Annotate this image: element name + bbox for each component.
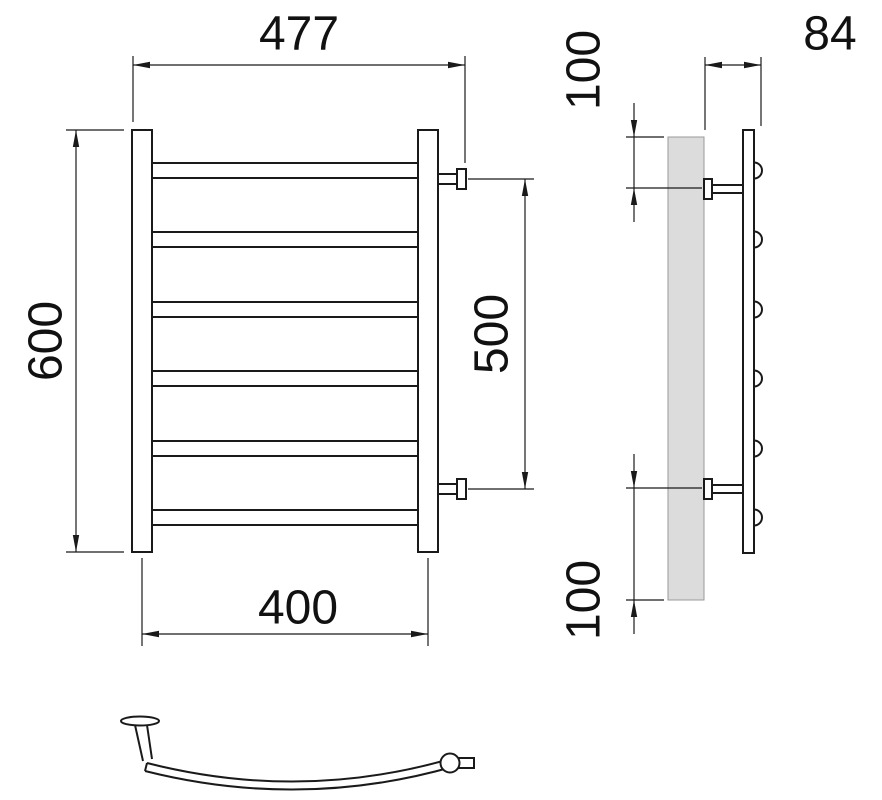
dim-overall-height-label: 600	[20, 301, 73, 381]
rung-end	[753, 369, 763, 388]
rung-end	[753, 508, 763, 527]
rail-profile	[742, 129, 755, 554]
dim-bracket-spacing-label: 500	[466, 294, 519, 374]
top-bracket-side	[703, 178, 744, 200]
dimensions: 477 600 500 400 84	[20, 8, 857, 646]
dim-overall-width: 477	[132, 8, 466, 163]
rung-end	[753, 161, 763, 180]
rung-end	[753, 300, 763, 319]
dim-bottom-offset: 100	[558, 454, 702, 640]
rung-cap	[120, 715, 160, 727]
right-post	[417, 129, 439, 553]
dim-top-offset-label: 100	[558, 30, 611, 110]
dim-depth-label: 84	[803, 8, 856, 61]
dim-bottom-offset-label: 100	[558, 560, 611, 640]
left-post	[131, 129, 153, 553]
top-bracket-front	[437, 168, 467, 190]
dim-overall-width-label: 477	[259, 8, 339, 61]
rung	[151, 301, 419, 318]
dim-bracket-spacing: 500	[466, 178, 534, 490]
dim-top-offset: 100	[558, 30, 702, 222]
rung-end	[753, 439, 763, 458]
wall-panel	[667, 136, 705, 601]
dim-post-spacing: 400	[141, 558, 429, 646]
rung	[151, 509, 419, 526]
rung-stem	[134, 724, 153, 762]
rung-arc	[146, 758, 451, 783]
rung	[151, 162, 419, 179]
rung	[151, 231, 419, 248]
dim-depth: 84	[704, 8, 857, 130]
side-view	[667, 129, 763, 601]
rung	[151, 440, 419, 457]
dim-overall-height: 600	[20, 129, 124, 553]
rung-detail	[120, 715, 475, 791]
rung-arc	[144, 766, 453, 791]
rung	[151, 370, 419, 387]
post-section	[439, 752, 461, 774]
front-view	[131, 129, 467, 553]
bottom-bracket-front	[437, 478, 467, 500]
dim-post-spacing-label: 400	[258, 582, 338, 635]
rung-end	[753, 230, 763, 249]
bottom-bracket-side	[703, 478, 744, 500]
